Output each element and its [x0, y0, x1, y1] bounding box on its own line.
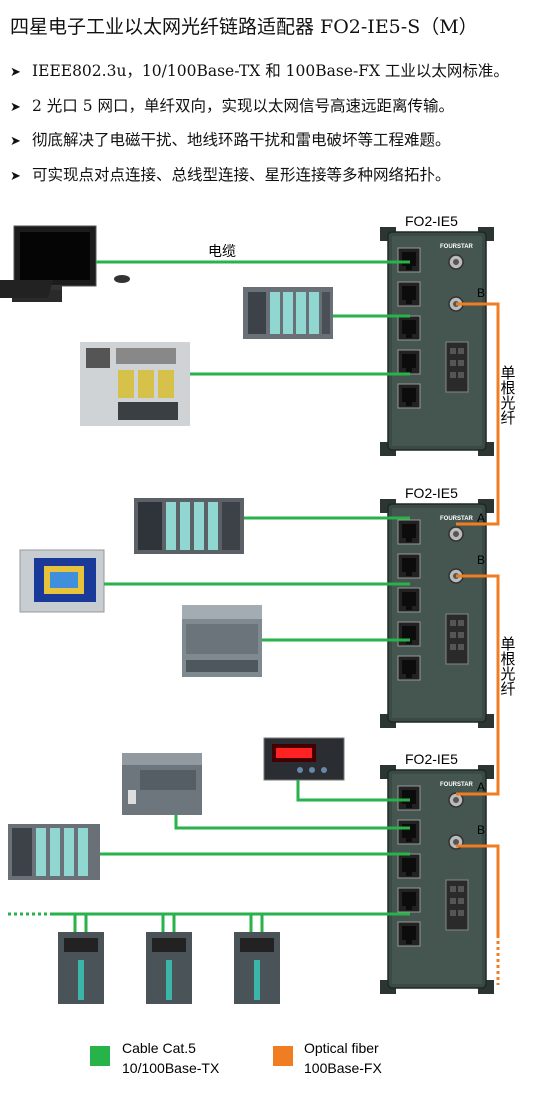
plc-rack-icon	[134, 498, 244, 554]
port-a-label: A	[477, 511, 485, 525]
arrow-bullet-icon: ➤	[10, 134, 21, 149]
feature-text: IEEE802.3u，10/100Base-TX 和 100Base-FX 工业…	[32, 62, 509, 80]
digital-meter-icon	[263, 737, 345, 781]
port-b-label: B	[477, 553, 485, 567]
plc-rack-icon	[243, 287, 333, 339]
feature-text: 可实现点对点连接、总线型连接、星形连接等多种网络拓扑。	[32, 166, 451, 184]
switch-device	[380, 499, 494, 728]
port-b-label: B	[477, 823, 485, 837]
fiber-label: 单根光纤	[499, 636, 516, 696]
fiber-legend-swatch	[273, 1046, 293, 1066]
arrow-bullet-icon: ➤	[10, 169, 21, 184]
feature-bullet: ➤ 2 光口 5 网口，单纤双向，实现以太网信号高速远距离传输。	[10, 94, 454, 116]
ethernet-cables	[8, 260, 410, 932]
cable-label: 电缆	[208, 243, 236, 259]
plc-module-icon	[182, 605, 262, 677]
optical-fiber	[456, 302, 500, 526]
plc-rack-icon	[8, 824, 100, 880]
optical-fiber	[456, 574, 500, 796]
page-title: 四星电子工业以太网光纤链路适配器 FO2-IE5-S（M）	[10, 16, 478, 38]
feature-text: 彻底解决了电磁干扰、地线环路干扰和雷电破坏等工程难题。	[32, 131, 451, 149]
port-b-label: B	[477, 286, 485, 300]
optical-fibers	[456, 302, 500, 985]
optical-fiber	[456, 844, 500, 935]
fiber-label: 单根光纤	[499, 365, 516, 425]
cable-legend-swatch	[90, 1046, 110, 1066]
arrow-bullet-icon: ➤	[10, 100, 21, 115]
io-module-icon	[80, 342, 190, 426]
feature-bullet: ➤ IEEE802.3u，10/100Base-TX 和 100Base-FX 工…	[10, 59, 509, 81]
switch-label: FO2-IE5	[405, 751, 458, 767]
switch-label: FO2-IE5	[405, 485, 458, 501]
plc-module-icon	[122, 753, 202, 815]
hmi-touchscreen-icon	[19, 549, 105, 613]
arrow-bullet-icon: ➤	[10, 65, 21, 80]
switch-brand: FOURSTAR	[440, 782, 474, 788]
cable-legend-subtitle: 10/100Base-TX	[122, 1060, 220, 1076]
ethernet-cable	[296, 780, 410, 802]
remote-io-icon	[234, 932, 280, 1004]
feature-text: 2 光口 5 网口，单纤双向，实现以太网信号高速远距离传输。	[32, 97, 455, 115]
port-a-label: A	[477, 780, 485, 794]
feature-bullet: ➤ 可实现点对点连接、总线型连接、星形连接等多种网络拓扑。	[10, 163, 451, 185]
remote-io-icon	[146, 932, 192, 1004]
switch-label: FO2-IE5	[405, 213, 458, 229]
fiber-legend-subtitle: 100Base-FX	[304, 1060, 382, 1076]
ethernet-cable	[174, 815, 410, 830]
switch-brand: FOURSTAR	[440, 244, 474, 250]
desktop-computer-icon	[0, 225, 130, 302]
fiber-legend-title: Optical fiber	[304, 1040, 379, 1056]
remote-io-icon	[58, 932, 104, 1004]
switch-brand: FOURSTAR	[440, 516, 474, 522]
cable-legend-title: Cable Cat.5	[122, 1040, 196, 1056]
feature-bullet: ➤ 彻底解决了电磁干扰、地线环路干扰和雷电破坏等工程难题。	[10, 128, 451, 150]
